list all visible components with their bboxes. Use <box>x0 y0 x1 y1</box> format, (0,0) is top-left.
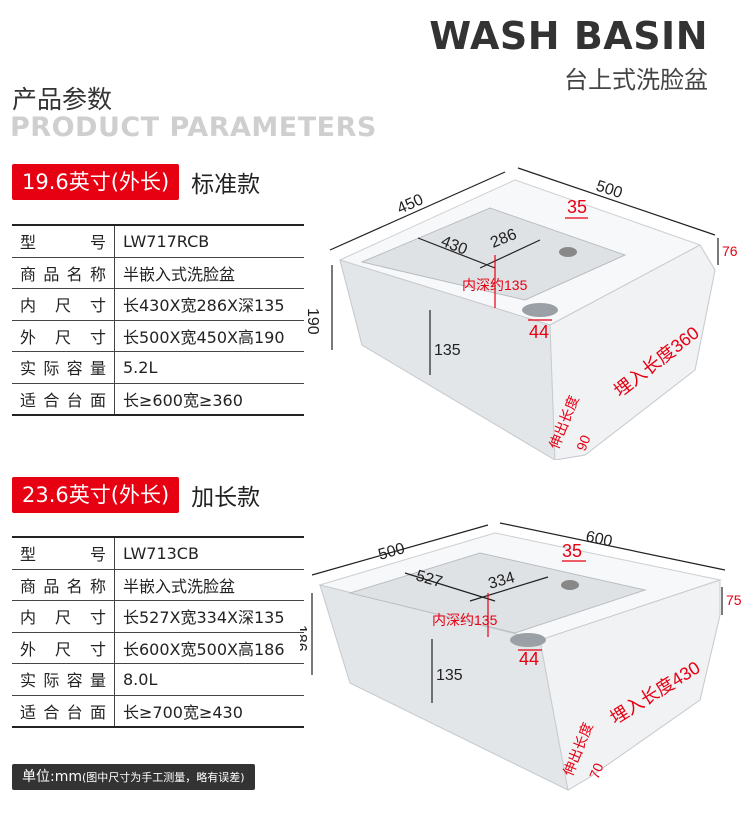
section-title-en: PRODUCT PARAMETERS <box>10 112 377 143</box>
table-row: 适合台面长≥600宽≥360 <box>12 383 304 416</box>
spec-key: 商品名称 <box>12 569 115 601</box>
drain-icon <box>510 633 546 647</box>
spec-value: 长430X宽286X深135 <box>114 288 304 321</box>
dim-outer-width: 450 <box>395 191 426 217</box>
dim-inner-width: 334 <box>486 569 516 593</box>
unit-note-sub: (图中尺寸为手工测量，略有误差) <box>82 771 245 784</box>
spec-value: LW717RCB <box>114 224 304 258</box>
spec-key: 实际容量 <box>12 663 115 696</box>
tap-hole-icon <box>561 580 579 590</box>
model-type: 加长款 <box>191 485 261 511</box>
brand-title-en: WASH BASIN <box>429 14 708 58</box>
spec-key: 型号 <box>12 224 115 258</box>
dim-rim-height: 76 <box>722 243 738 259</box>
unit-note: 单位:mm(图中尺寸为手工测量，略有误差) <box>12 764 255 790</box>
spec-key: 适合台面 <box>12 695 115 728</box>
spec-value: 8.0L <box>114 663 304 696</box>
table-row: 外尺寸长500X宽450X高190 <box>12 320 304 352</box>
spec-key: 实际容量 <box>12 351 115 384</box>
spec-key: 型号 <box>12 536 115 570</box>
spec-key: 内尺寸 <box>12 600 115 633</box>
table-row: 商品名称半嵌入式洗脸盆 <box>12 257 304 289</box>
drain-icon <box>522 303 558 317</box>
dim-protrude-value: 90 <box>573 432 594 453</box>
dim-outer-length: 600 <box>584 528 614 550</box>
table-row: 商品名称半嵌入式洗脸盆 <box>12 569 304 601</box>
spec-value: 长500X宽450X高190 <box>114 320 304 352</box>
spec-key: 内尺寸 <box>12 288 115 321</box>
dim-outer-height: 186 <box>300 625 309 652</box>
model-header-2: 23.6英寸(外长) 加长款 <box>12 477 260 513</box>
dim-outer-height: 190 <box>304 308 321 335</box>
dim-protrude-value: 70 <box>586 760 607 781</box>
dim-drain: 44 <box>529 322 549 342</box>
dim-rim-height: 75 <box>726 592 742 608</box>
basin-bowl <box>360 207 627 301</box>
dim-depth: 135 <box>436 667 463 684</box>
dim-drain: 44 <box>519 649 539 669</box>
spec-value: 半嵌入式洗脸盆 <box>114 257 304 289</box>
spec-value: 半嵌入式洗脸盆 <box>114 569 304 601</box>
spec-value: 长600X宽500X高186 <box>114 632 304 664</box>
spec-value: 5.2L <box>114 351 304 384</box>
size-tag: 19.6英寸(外长) <box>12 164 180 200</box>
dim-tap-offset: 35 <box>567 197 587 217</box>
model-type: 标准款 <box>191 172 261 198</box>
basin-side <box>539 579 721 791</box>
table-row: 适合台面长≥700宽≥430 <box>12 695 304 728</box>
tap-hole-icon <box>559 247 577 257</box>
spec-key: 外尺寸 <box>12 632 115 664</box>
spec-value: LW713CB <box>114 536 304 570</box>
basin-diagram-1: 450 500 190 430 286 内深约135 135 35 44 76 … <box>304 167 738 460</box>
spec-key: 外尺寸 <box>12 320 115 352</box>
basin-diagram-2: 500 600 186 527 334 内深约135 135 35 44 75 … <box>300 522 742 791</box>
dim-inner-depth: 内深约135 <box>462 277 528 293</box>
dim-tap-offset: 35 <box>562 541 582 561</box>
basin-front <box>339 259 556 460</box>
table-row: 外尺寸长600X宽500X高186 <box>12 632 304 664</box>
dim-outer-width: 500 <box>376 540 406 564</box>
model-header-1: 19.6英寸(外长) 标准款 <box>12 164 260 200</box>
dim-depth: 135 <box>434 342 461 359</box>
spec-key: 商品名称 <box>12 257 115 289</box>
unit-note-main: 单位:mm <box>22 769 82 785</box>
spec-value: 长527X宽334X深135 <box>114 600 304 633</box>
section-title-cn: 产品参数 <box>12 85 113 114</box>
spec-key: 适合台面 <box>12 383 115 416</box>
dim-inner-depth: 内深约135 <box>432 612 498 628</box>
dim-outer-length: 500 <box>594 178 625 202</box>
basin-side <box>549 244 716 460</box>
size-tag: 23.6英寸(外长) <box>12 477 180 513</box>
spec-value: 长≥600宽≥360 <box>114 383 304 416</box>
table-row: 内尺寸长430X宽286X深135 <box>12 288 304 321</box>
brand-title-cn: 台上式洗脸盆 <box>564 66 708 94</box>
table-row: 内尺寸长527X宽334X深135 <box>12 600 304 633</box>
dim-inner-length: 527 <box>414 568 444 592</box>
spec-value: 长≥700宽≥430 <box>114 695 304 728</box>
